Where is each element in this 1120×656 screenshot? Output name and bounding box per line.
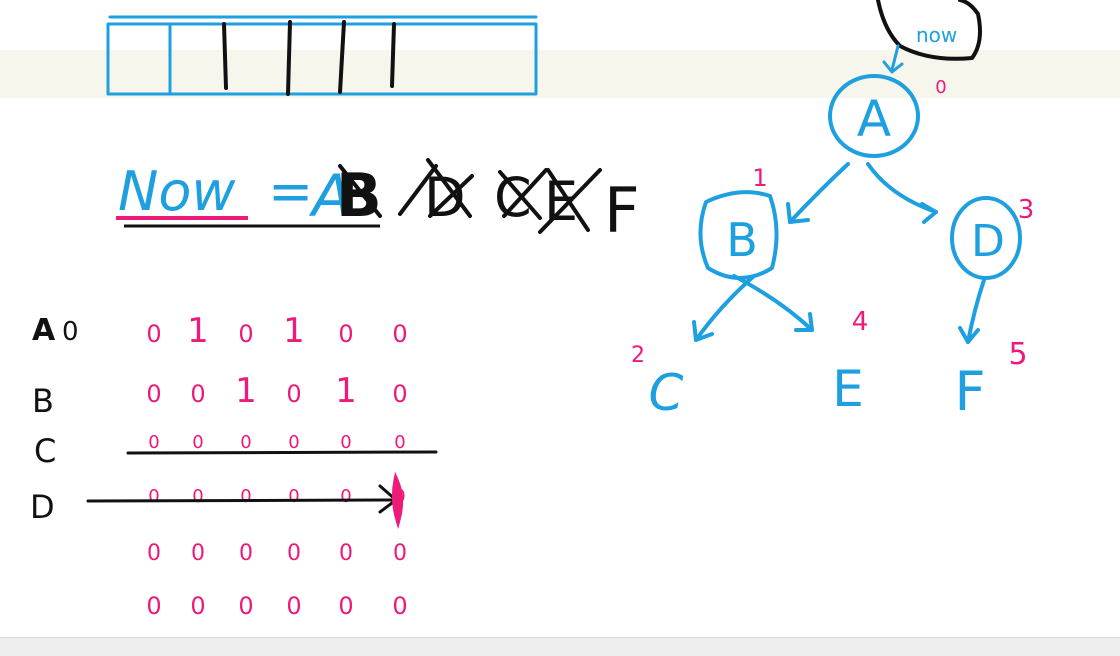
row-label-a-prefix: 0 bbox=[62, 317, 79, 347]
row-label-d: D bbox=[30, 488, 55, 526]
matrix-cell: 0 bbox=[288, 432, 299, 453]
matrix-cell: 0 bbox=[340, 486, 351, 507]
queue-divider bbox=[286, 20, 292, 96]
edge-a-b bbox=[788, 162, 850, 224]
matrix-cell: 0 bbox=[240, 486, 251, 507]
row-label-c: C bbox=[34, 432, 56, 470]
matrix-cell: 0 bbox=[394, 432, 405, 453]
tree: now A 0 B 1 D 3 C 2 E 4 F 5 bbox=[631, 0, 1034, 423]
now-label: Now bbox=[118, 160, 236, 223]
matrix-cell: 0 bbox=[148, 486, 159, 507]
arrowhead-d-f bbox=[958, 326, 980, 344]
row-d-end-mark bbox=[391, 471, 404, 530]
matrix-cell: 0 bbox=[286, 592, 301, 620]
matrix-cell: 0 bbox=[147, 541, 161, 566]
tree-node-b-index: 1 bbox=[752, 164, 767, 192]
matrix-cell: 0 bbox=[340, 432, 351, 453]
matrix-row-labels: A 0 B C D bbox=[30, 313, 79, 526]
matrix-cell: 0 bbox=[393, 541, 407, 566]
matrix-cell: 0 bbox=[392, 592, 407, 620]
matrix-cell: 0 bbox=[287, 541, 301, 566]
matrix-cell: 0 bbox=[190, 592, 205, 620]
edge-d-f bbox=[966, 278, 986, 344]
matrix-cell: 0 bbox=[192, 432, 203, 453]
now-expression: Now = A B D C E F bbox=[116, 158, 640, 247]
matrix-cell: 0 bbox=[146, 320, 161, 348]
matrix-cell: 0 bbox=[192, 486, 203, 507]
matrix-cell: 0 bbox=[239, 541, 253, 566]
arrowhead-a-d bbox=[920, 202, 938, 224]
matrix-cells: 010100001010000000000000000000000000 bbox=[146, 311, 407, 620]
tree-node-d-label: D bbox=[971, 216, 1005, 267]
matrix-cell: 1 bbox=[283, 311, 305, 351]
tree-node-b bbox=[698, 190, 779, 280]
matrix-cell: 0 bbox=[146, 380, 161, 408]
arrowhead-a-b bbox=[786, 202, 810, 224]
edge-b-e bbox=[732, 274, 814, 332]
current-value: F bbox=[604, 174, 640, 247]
tree-node-f-label: F bbox=[954, 360, 985, 423]
matrix-cell: 0 bbox=[238, 592, 253, 620]
cross-out-marks bbox=[338, 158, 602, 234]
matrix-cell: 0 bbox=[238, 320, 253, 348]
queue-divider bbox=[222, 22, 228, 90]
tree-node-e-index: 4 bbox=[852, 307, 869, 337]
tree-node-c-index: 2 bbox=[631, 343, 645, 368]
matrix-cell: 0 bbox=[288, 486, 299, 507]
now-pointer-label: now bbox=[916, 23, 957, 47]
row-label-b: B bbox=[32, 382, 54, 420]
matrix-cell: 1 bbox=[187, 311, 209, 351]
tree-node-d-index: 3 bbox=[1018, 195, 1035, 225]
now-pointer-arrowhead bbox=[882, 60, 904, 74]
tree-node-a-index: 0 bbox=[935, 77, 946, 98]
tree-node-b-label: B bbox=[726, 213, 758, 267]
arrowhead-b-e bbox=[794, 312, 814, 332]
tree-node-f-index: 5 bbox=[1008, 337, 1027, 372]
crossed-value-c: C bbox=[494, 166, 532, 229]
queue-array-box bbox=[106, 15, 538, 96]
matrix-cell: 0 bbox=[392, 380, 407, 408]
equals-sign: = bbox=[268, 160, 313, 223]
matrix-cell: 0 bbox=[286, 380, 301, 408]
matrix-cell: 1 bbox=[235, 371, 257, 411]
matrix-cell: 0 bbox=[191, 541, 205, 566]
queue-divider bbox=[390, 22, 396, 88]
matrix-cell: 0 bbox=[148, 432, 159, 453]
queue-divider bbox=[338, 20, 346, 94]
row-d-arrow-line bbox=[86, 498, 396, 503]
matrix-cell: 1 bbox=[335, 371, 357, 411]
tree-node-c-label: C bbox=[649, 364, 684, 422]
now-pointer-box bbox=[876, 0, 982, 61]
matrix-cell: 0 bbox=[146, 592, 161, 620]
matrix-cell: 0 bbox=[338, 592, 353, 620]
tree-node-a bbox=[828, 74, 920, 158]
tree-node-a-label: A bbox=[857, 90, 891, 148]
matrix-cell: 0 bbox=[190, 380, 205, 408]
now-pointer-arrow bbox=[890, 44, 900, 72]
crossed-value-d: D bbox=[424, 166, 466, 229]
row-c-strike-line bbox=[126, 450, 438, 455]
matrix-strike-lines bbox=[86, 450, 438, 514]
matrix-cell: 0 bbox=[338, 320, 353, 348]
matrix-cell: 0 bbox=[392, 320, 407, 348]
tree-node-d bbox=[950, 196, 1022, 280]
bottom-scroll-bar[interactable] bbox=[0, 637, 1120, 656]
queue-outline bbox=[106, 22, 538, 96]
tree-edges bbox=[692, 162, 986, 344]
arrowhead-b-c bbox=[692, 320, 714, 342]
matrix-cell: 0 bbox=[240, 432, 251, 453]
tree-node-e-label: E bbox=[832, 360, 864, 418]
edge-b-c bbox=[694, 274, 756, 342]
row-label-a: A bbox=[32, 313, 56, 348]
matrix-cell: 0 bbox=[339, 541, 353, 566]
